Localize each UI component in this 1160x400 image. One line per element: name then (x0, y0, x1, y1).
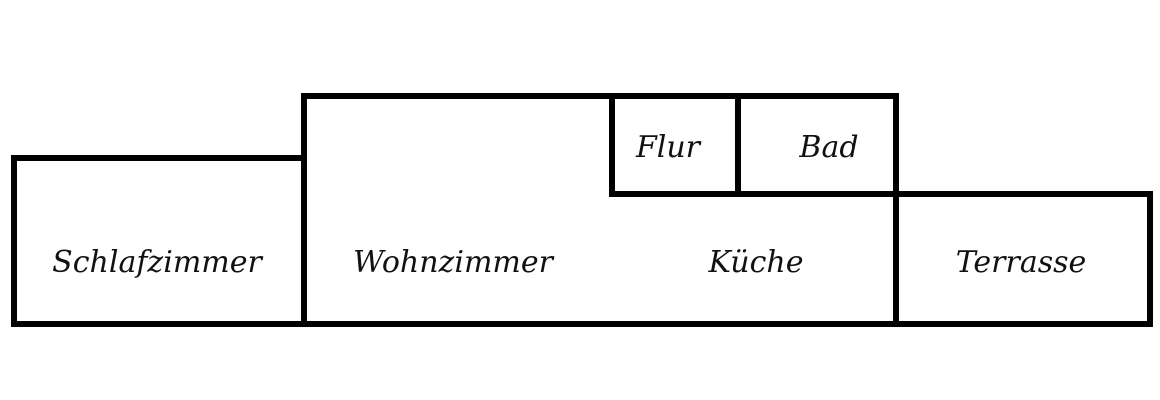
room-terrasse-outline (893, 191, 1153, 327)
room-label-schlafzimmer: Schlafzimmer (52, 245, 263, 280)
room-label-kueche: Küche (708, 245, 804, 280)
room-bad-outline (735, 93, 899, 197)
room-label-terrasse: Terrasse (956, 245, 1087, 280)
room-label-wohnzimmer: Wohnzimmer (353, 245, 555, 280)
room-label-bad: Bad (798, 130, 858, 165)
room-label-flur: Flur (635, 130, 702, 165)
room-schlafzimmer-outline (11, 155, 307, 327)
